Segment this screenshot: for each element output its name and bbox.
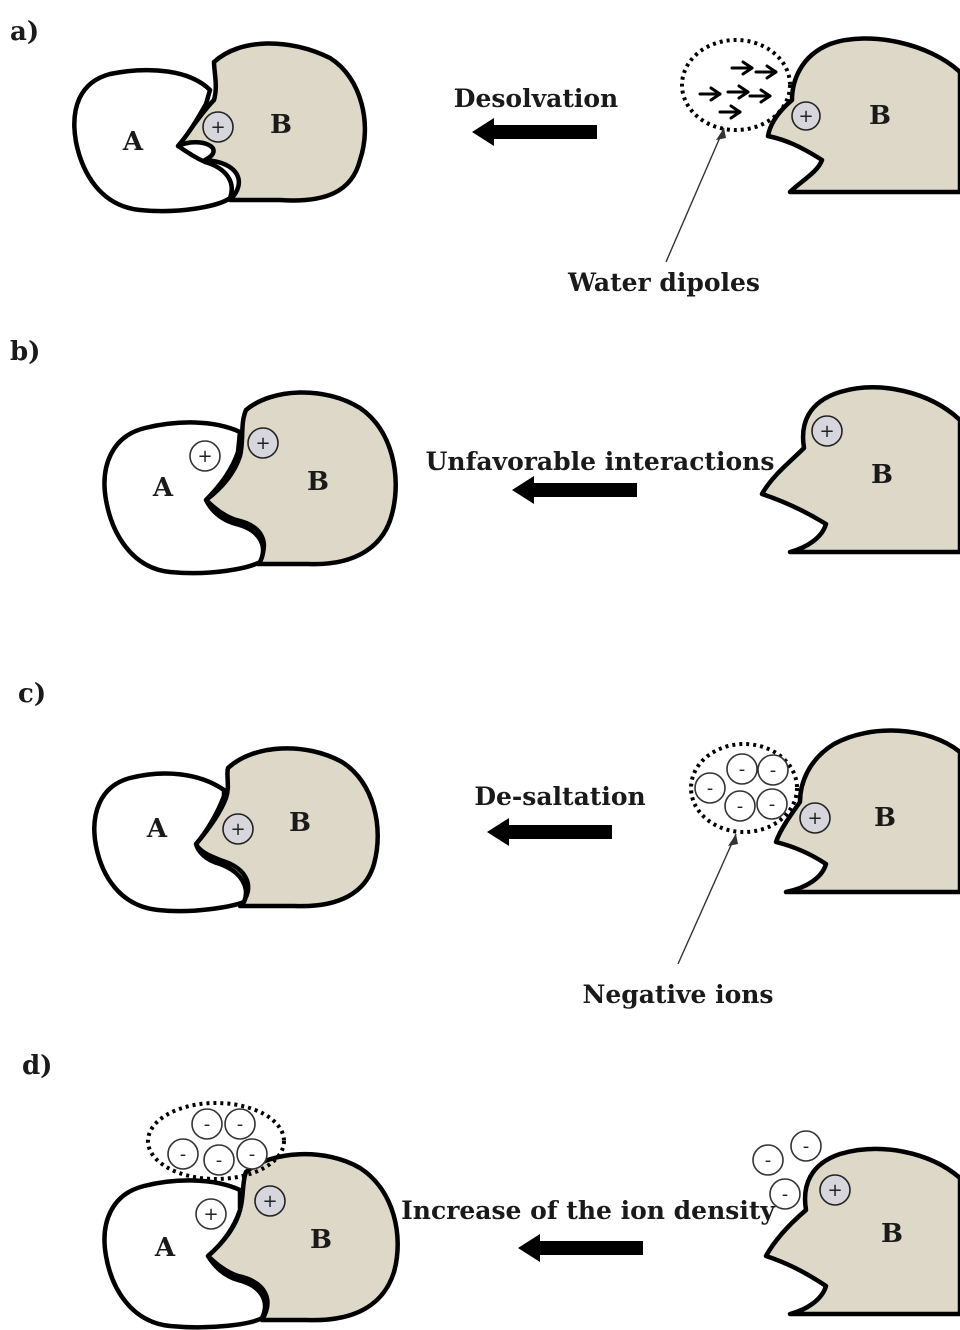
label-b: B — [310, 1225, 332, 1255]
callout-label: Water dipoles — [567, 268, 760, 297]
water-dipole-arrows — [700, 62, 776, 118]
arrow-label: Desolvation — [454, 84, 618, 113]
negative-sign: - — [204, 1114, 211, 1135]
panel-label-c: c) — [18, 679, 46, 709]
left-arrow-icon — [487, 818, 612, 846]
label-a: A — [154, 1233, 176, 1263]
negative-sign: - — [237, 1114, 244, 1135]
positive-sign: + — [203, 1204, 218, 1225]
negative-sign: - — [737, 796, 744, 817]
panel-d: d) - - - - - + + A B Increase of the ion… — [22, 1051, 960, 1327]
label-b: B — [270, 110, 292, 140]
left-arrow-icon — [472, 118, 597, 146]
label-b: B — [289, 808, 311, 838]
negative-sign: - — [249, 1144, 256, 1165]
negative-ions: - - - - - — [168, 1109, 267, 1175]
label-b-right: B — [871, 460, 893, 490]
negative-sign: - — [739, 759, 746, 780]
protein-b-right-shape — [762, 387, 960, 552]
positive-sign: + — [197, 446, 212, 467]
panel-c: c) + A B De-saltation - - - - - + B — [18, 679, 960, 1009]
complex-b: + + A B — [105, 392, 396, 573]
complex-c: + A B — [94, 748, 377, 911]
arrow-label: Increase of the ion density — [401, 1196, 776, 1225]
negative-ions: - - - - - — [695, 754, 788, 821]
complex-d: - - - - - + + A B — [105, 1103, 398, 1327]
negative-sign: - — [803, 1136, 810, 1157]
panel-label-b: b) — [10, 337, 40, 367]
ionic-b: - - - + B — [753, 1131, 960, 1314]
panel-b: b) + + A B Unfavorable interactions + B — [10, 337, 960, 573]
panel-label-a: a) — [10, 17, 39, 47]
positive-sign: + — [210, 117, 225, 138]
panel-label-d: d) — [22, 1051, 52, 1081]
complex-a: + A B — [74, 43, 365, 211]
label-a: A — [152, 473, 174, 503]
label-b-right: B — [881, 1219, 903, 1249]
water-cluster — [682, 40, 790, 130]
negative-sign: - — [782, 1184, 789, 1205]
panel-a: a) + A B Desolvation — [10, 17, 960, 297]
positive-sign: + — [807, 808, 822, 829]
positive-sign: + — [819, 421, 834, 442]
negative-sign: - — [180, 1144, 187, 1165]
label-a: A — [146, 814, 168, 844]
callout-arrowhead-icon — [728, 834, 738, 846]
negative-sign: - — [769, 794, 776, 815]
arrow-label: De-saltation — [474, 782, 645, 811]
label-b-right: B — [874, 803, 896, 833]
label-b: B — [307, 467, 329, 497]
callout-label: Negative ions — [582, 980, 773, 1009]
salted-b: - - - - - + B — [691, 731, 960, 892]
free-b: + B — [762, 387, 960, 552]
positive-sign: + — [230, 819, 245, 840]
arrow-label: Unfavorable interactions — [426, 447, 775, 476]
label-b-right: B — [869, 101, 891, 131]
callout-pointer — [666, 128, 724, 262]
positive-sign: + — [255, 433, 270, 454]
label-a: A — [122, 127, 144, 157]
negative-sign: - — [770, 760, 777, 781]
left-arrow-icon — [518, 1234, 643, 1262]
positive-sign: + — [827, 1180, 842, 1201]
negative-sign: - — [765, 1150, 772, 1171]
callout-pointer — [678, 834, 736, 964]
protein-b-right-shape — [766, 1149, 960, 1314]
positive-sign: + — [262, 1191, 277, 1212]
solvated-b: + B — [682, 39, 960, 192]
negative-sign: - — [216, 1150, 223, 1171]
left-arrow-icon — [512, 476, 637, 504]
positive-sign: + — [798, 106, 813, 127]
negative-sign: - — [707, 778, 714, 799]
